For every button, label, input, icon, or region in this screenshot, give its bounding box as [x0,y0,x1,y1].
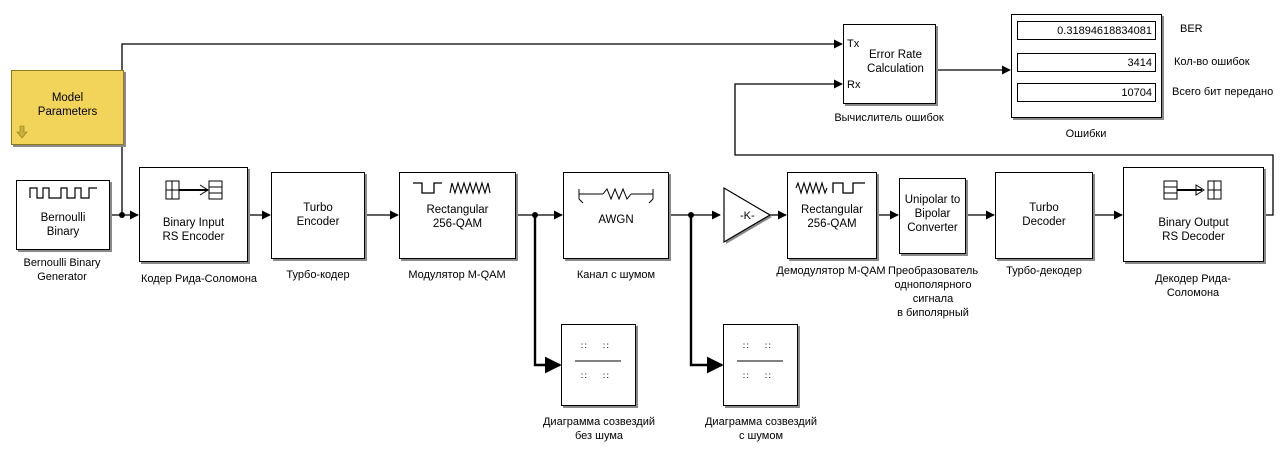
converter-caption: Преобразователь однополярного сигнала в … [887,265,979,319]
down-arrow-icon [16,125,28,139]
rs-encoder-block[interactable]: Binary Input RS Encoder [139,167,248,262]
bernoulli-binary-block[interactable]: Bernoulli Binary [16,180,110,250]
demodulator-block[interactable]: Rectangular 256-QAM [787,172,877,259]
model-parameters-block[interactable]: Model Parameters [11,70,124,145]
modulator-label: Rectangular 256-QAM [426,204,489,230]
error-count-label: Кол-во ошибок [1174,56,1250,68]
total-bits-value: 10704 [1017,83,1156,102]
converter-block[interactable]: Unipolar to Bipolar Converter [899,178,966,254]
svg-text:∷: ∷ [603,341,609,351]
bernoulli-block-label: Bernoulli Binary [40,212,86,238]
tx-port-label: Tx [847,38,860,50]
turbo-encoder-block[interactable]: Turbo Encoder [271,172,365,259]
waveform-icon [413,181,491,195]
pulse-train-icon [29,187,97,199]
turbo-encoder-caption: Турбо-кодер [286,269,350,281]
model-parameters-label: Model Parameters [37,92,98,118]
scope1-caption: Диаграмма созвездий без шума [542,416,656,442]
constellation-scope-block[interactable]: ∷ ∷ ∷ ∷ [723,324,798,406]
turbo-encoder-label: Turbo Encoder [296,202,340,228]
turbo-decoder-block[interactable]: Turbo Decoder [995,172,1093,259]
gain-label: -K- [740,210,755,222]
ber-value: 0.31894618834081 [1017,21,1156,40]
svg-text:∷: ∷ [765,341,771,351]
awgn-caption: Канал с шумом [576,269,656,281]
turbo-decoder-caption: Турбо-декодер [1006,265,1082,277]
rs-encoder-caption: Кодер Рида-Соломона [140,273,258,285]
rs-encoder-label: Binary Input RS Encoder [162,217,225,243]
binary-output-icon [1163,180,1222,200]
rs-decoder-block[interactable]: Binary Output RS Decoder [1123,167,1264,262]
constellation-icon: ∷ ∷ ∷ ∷ [575,341,621,381]
error-display-block[interactable]: 0.31894618834081 3414 10704 [1011,14,1162,118]
modulator-caption: Модулятор M-QAM [408,269,506,281]
svg-text:∷: ∷ [581,371,587,381]
error-rate-caption: Вычислитель ошибок [834,112,944,124]
error-rate-label: Error Rate Calculation [867,49,924,75]
svg-text:∷: ∷ [743,371,749,381]
demodulator-label: Rectangular 256-QAM [800,204,863,230]
svg-text:∷: ∷ [581,341,587,351]
modulator-block[interactable]: Rectangular 256-QAM [399,172,516,259]
scope2-caption: Диаграмма созвездий с шумом [704,416,818,442]
display-caption: Ошибки [1065,128,1107,140]
bernoulli-caption: Bernoulli Binary Generator [23,257,101,283]
turbo-decoder-label: Turbo Decoder [1022,202,1066,228]
constellation-icon: ∷ ∷ ∷ ∷ [737,341,783,381]
rs-decoder-caption: Декодер Рида-Соломона [1155,273,1231,299]
awgn-label: AWGN [598,214,634,226]
converter-label: Unipolar to Bipolar Converter [904,194,961,234]
gain-block[interactable]: -K- [721,185,775,245]
awgn-channel-block[interactable]: AWGN [563,172,669,259]
ber-label: BER [1180,23,1203,35]
rs-decoder-label: Binary Output RS Decoder [1158,217,1229,243]
total-bits-label: Всего бит передано [1172,86,1274,98]
svg-text:∷: ∷ [765,371,771,381]
svg-text:∷: ∷ [743,341,749,351]
waveform-icon [795,181,865,195]
constellation-scope-block[interactable]: ∷ ∷ ∷ ∷ [561,324,636,406]
rx-port-label: Rx [847,79,861,91]
demodulator-caption: Демодулятор M-QAM [776,265,886,277]
channel-icon [578,187,654,204]
svg-text:∷: ∷ [603,371,609,381]
error-count-value: 3414 [1017,53,1156,72]
error-rate-block[interactable]: Error Rate Calculation Tx Rx [843,24,936,104]
binary-input-icon [165,180,223,200]
